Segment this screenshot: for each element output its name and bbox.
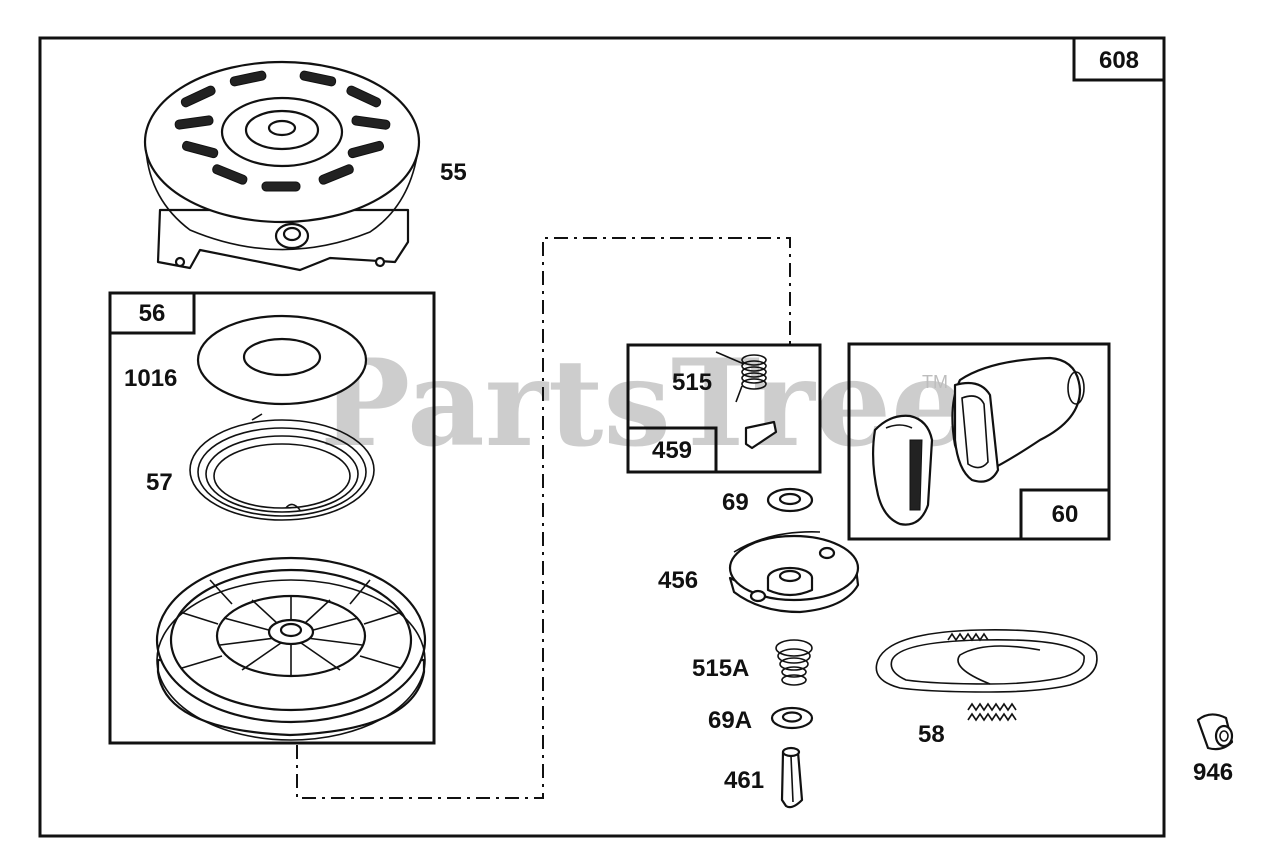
part-69-washer[interactable] <box>766 487 814 513</box>
kit-459-label-box <box>626 426 718 474</box>
part-456-retainer[interactable] <box>728 531 860 614</box>
part-461-label: 461 <box>724 767 764 794</box>
part-459-pawl[interactable] <box>744 420 778 450</box>
part-461-pin[interactable] <box>780 746 804 809</box>
part-515A-label: 515A <box>692 655 749 682</box>
kit-515-459-box <box>626 343 822 474</box>
kit-60-label: 60 <box>1052 501 1079 528</box>
part-58-label: 58 <box>918 721 945 748</box>
part-456-label: 456 <box>658 567 698 594</box>
part-946-bushing[interactable] <box>1196 713 1234 751</box>
part-69A-washer[interactable] <box>770 706 814 730</box>
kit-56-label-box <box>108 291 196 335</box>
watermark: PartsTree <box>320 333 967 474</box>
part-58-rope[interactable] <box>875 629 1098 722</box>
assembly-frame <box>38 36 1166 838</box>
part-55-blower-housing[interactable] <box>143 60 421 272</box>
part-69A-label: 69A <box>708 707 752 734</box>
part-515A-spring[interactable] <box>775 639 813 686</box>
kit-56-label: 56 <box>139 300 166 327</box>
assembly-label: 608 <box>1099 47 1139 74</box>
part-515-spring[interactable] <box>715 351 767 403</box>
kit-60-box <box>847 342 1111 541</box>
starter-pulley[interactable] <box>155 556 427 741</box>
connector-line <box>296 237 791 799</box>
part-459-label: 459 <box>652 437 692 464</box>
part-515-label: 515 <box>672 369 712 396</box>
part-55-label: 55 <box>440 159 467 186</box>
part-57-rewind-spring[interactable] <box>189 413 375 521</box>
kit-56-box <box>108 291 436 745</box>
part-57-label: 57 <box>146 469 173 496</box>
kit-60-label-box <box>1019 488 1111 541</box>
part-946-label: 946 <box>1193 759 1233 786</box>
part-1016-washer[interactable] <box>196 314 368 406</box>
assembly-label-box <box>1072 36 1166 82</box>
watermark-trademark: TM <box>922 372 948 392</box>
part-69-label: 69 <box>722 489 749 516</box>
part-1016-label: 1016 <box>124 365 177 392</box>
part-60-starter-handle[interactable] <box>872 356 1085 526</box>
